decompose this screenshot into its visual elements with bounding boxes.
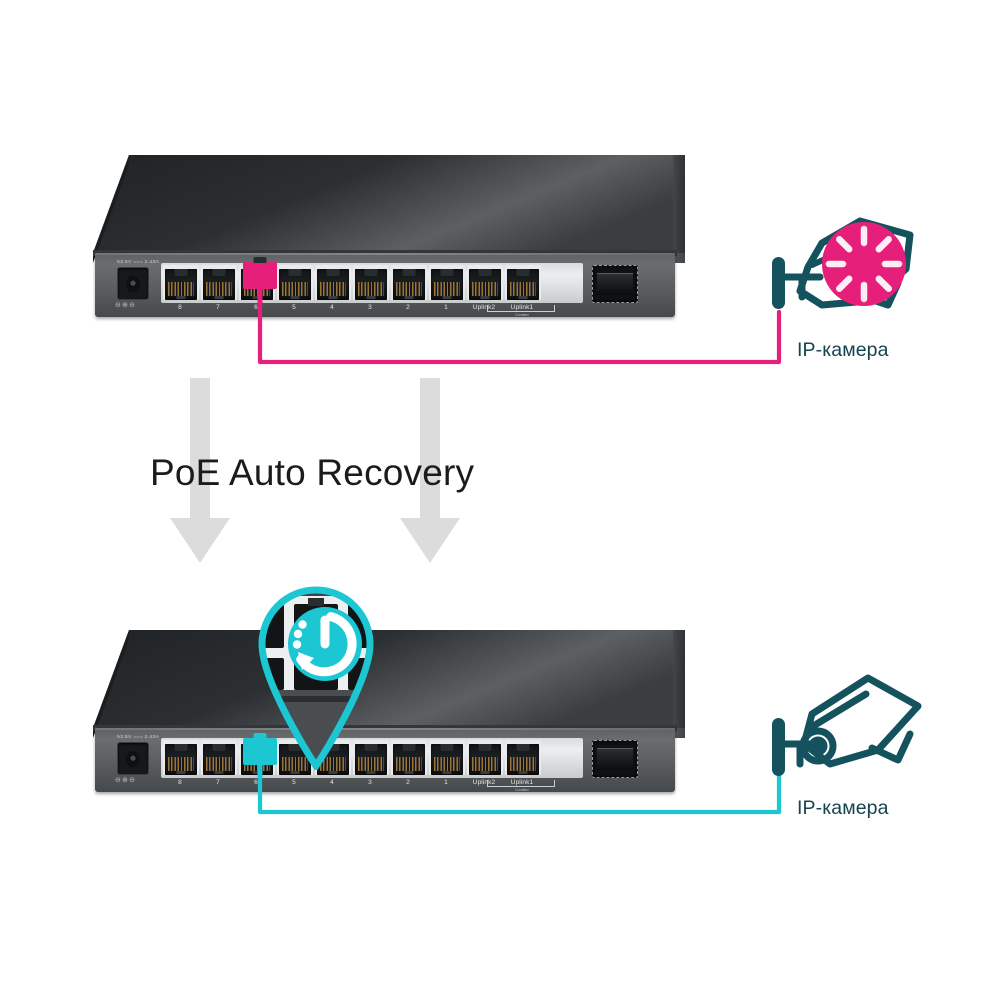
page-title: PoE Auto Recovery xyxy=(150,452,475,493)
port-uplink1[interactable] xyxy=(505,265,541,300)
port-4[interactable] xyxy=(315,265,351,300)
plug-clip xyxy=(253,257,267,263)
port-7-b[interactable] xyxy=(201,740,237,775)
power-rating-label: 53.5V === 2.43A xyxy=(117,259,160,265)
port-1-b[interactable] xyxy=(429,740,465,775)
port-uplink1-b[interactable] xyxy=(505,740,541,775)
sfp-combo-slot[interactable] xyxy=(592,265,638,303)
port-label-2-b: 2 xyxy=(406,779,410,786)
port-2-b[interactable] xyxy=(391,740,427,775)
sfp-combo-slot-2[interactable] xyxy=(592,740,638,778)
power-polarity-mark-2: ⊖⊕⊖ xyxy=(115,777,137,784)
port-label-8-b: 8 xyxy=(178,779,182,786)
uplink1-combo-text: Combo xyxy=(515,312,529,317)
camera-top-label: IP-камера xyxy=(797,339,889,361)
port-label-uplink1-b: Uplink1 Combo xyxy=(503,779,541,792)
plug-clip-2 xyxy=(253,733,267,739)
uplink1-text: Uplink1 xyxy=(510,304,534,311)
port-label-8: 8 xyxy=(178,304,182,311)
panel-highlight-2 xyxy=(95,728,675,730)
port-label-6-b: 6 xyxy=(254,779,258,786)
pink-cable xyxy=(257,297,782,365)
port-label-uplink2: Uplink2 xyxy=(472,304,496,311)
uplink1-bracket-2 xyxy=(487,780,555,787)
power-jack xyxy=(117,267,149,300)
port-label-uplink1: Uplink1 Combo xyxy=(503,304,541,317)
switch-bottom: 53.5V === 2.43A ⊖⊕⊖ 8 7 6 5 xyxy=(85,620,685,795)
power-jack-2 xyxy=(117,742,149,775)
port-5[interactable] xyxy=(277,265,313,300)
port-label-6: 6 xyxy=(254,304,258,311)
port-8-b[interactable] xyxy=(163,740,199,775)
down-arrow-left xyxy=(170,378,230,563)
switch-bottom-port-labels: 8 7 6 5 4 3 2 1 Uplink2 Uplink1 Combo xyxy=(161,779,583,792)
pink-cable-plug[interactable] xyxy=(243,257,277,303)
switch-top-front-panel: 53.5V === 2.43A ⊖⊕⊖ 8 7 6 5 xyxy=(95,253,675,317)
switch-top-port-labels: 8 7 6 5 4 3 2 1 Uplink2 Uplink1 Combo xyxy=(161,304,583,317)
port-label-uplink2-b: Uplink2 xyxy=(472,779,496,786)
camera-top[interactable] xyxy=(760,205,945,345)
power-rating-label-2: 53.5V === 2.43A xyxy=(117,734,160,740)
power-polarity-mark: ⊖⊕⊖ xyxy=(115,302,137,309)
port-label-7: 7 xyxy=(216,304,220,311)
magnifier-pin xyxy=(252,558,380,775)
panel-highlight xyxy=(95,253,675,255)
port-label-1: 1 xyxy=(444,304,448,311)
port-label-3: 3 xyxy=(368,304,372,311)
port-8[interactable] xyxy=(163,265,199,300)
cyan-cable-plug[interactable] xyxy=(243,733,277,779)
port-label-4: 4 xyxy=(330,304,334,311)
port-label-5: 5 xyxy=(292,304,296,311)
port-label-4-b: 4 xyxy=(330,779,334,786)
uplink1-bracket xyxy=(487,305,555,312)
port-1[interactable] xyxy=(429,265,465,300)
cyan-cable xyxy=(257,773,782,815)
camera-bottom[interactable] xyxy=(760,668,945,813)
port-uplink2[interactable] xyxy=(467,265,503,300)
down-arrow-right xyxy=(400,378,460,563)
port-3[interactable] xyxy=(353,265,389,300)
port-label-7-b: 7 xyxy=(216,779,220,786)
port-label-3-b: 3 xyxy=(368,779,372,786)
port-label-5-b: 5 xyxy=(292,779,296,786)
switch-top: 53.5V === 2.43A ⊖⊕⊖ 8 7 6 5 xyxy=(85,145,685,320)
port-label-1-b: 1 xyxy=(444,779,448,786)
port-uplink2-b[interactable] xyxy=(467,740,503,775)
plug-stem-2 xyxy=(257,763,263,779)
port-2[interactable] xyxy=(391,265,427,300)
magnifier-outline xyxy=(258,586,374,773)
camera-bottom-label: IP-камера xyxy=(797,797,889,819)
port-7[interactable] xyxy=(201,265,237,300)
power-reset-icon xyxy=(292,612,357,677)
uplink1-combo-text-b: Combo xyxy=(515,787,529,792)
plug-stem xyxy=(257,287,263,303)
uplink1-text-b: Uplink1 xyxy=(510,779,534,786)
port-label-2: 2 xyxy=(406,304,410,311)
switch-bottom-port-strip xyxy=(161,738,583,778)
port-3-b[interactable] xyxy=(353,740,389,775)
switch-bottom-front-panel: 53.5V === 2.43A ⊖⊕⊖ 8 7 6 5 xyxy=(95,728,675,792)
